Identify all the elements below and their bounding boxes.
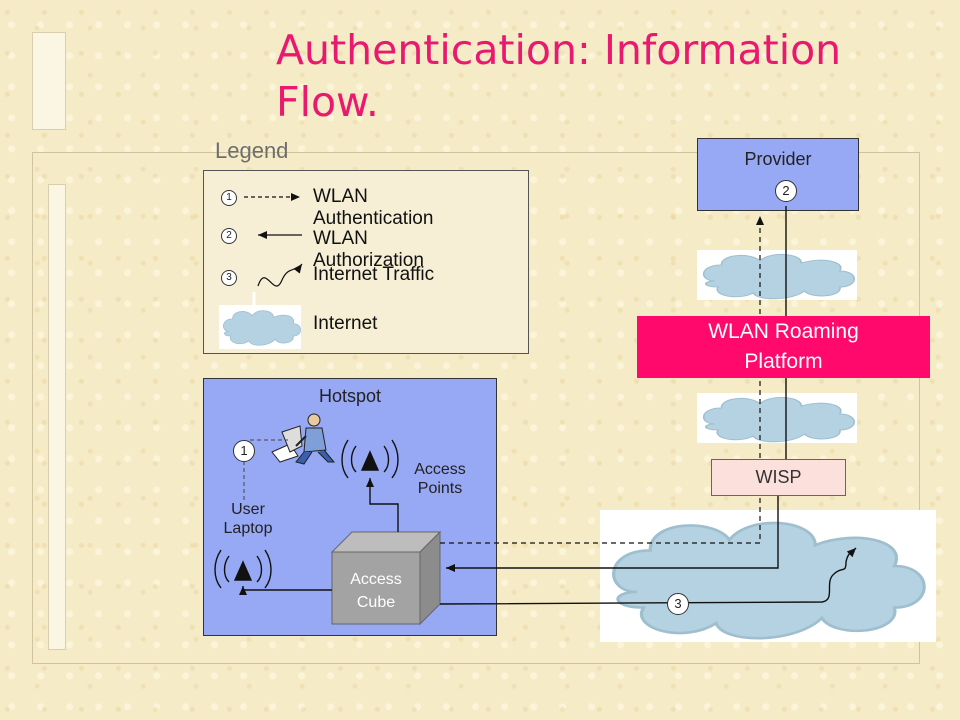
legend-label-traffic: Internet Traffic bbox=[313, 264, 435, 285]
legend-badge-1: 1 bbox=[221, 190, 237, 206]
legend-label-internet: Internet bbox=[313, 313, 378, 334]
hotspot-step-badge: 1 bbox=[233, 440, 255, 462]
user-laptop-icon bbox=[271, 413, 336, 465]
provider-step-badge: 2 bbox=[775, 180, 797, 202]
legend-heading: Legend bbox=[215, 138, 289, 163]
cube-to-ap-arrow bbox=[366, 478, 399, 532]
decorative-bar-top bbox=[32, 32, 66, 130]
access-cube-icon bbox=[330, 530, 442, 626]
frame-top-line bbox=[32, 152, 920, 153]
legend-box bbox=[203, 170, 529, 354]
decorative-bar-side bbox=[48, 184, 66, 650]
slide-title: Authentication: Information Flow. bbox=[276, 26, 842, 126]
wlan-roaming-platform: WLAN Roaming Platform bbox=[637, 316, 930, 378]
access-points-label: Access Points bbox=[414, 461, 466, 497]
access-point-antenna-icon bbox=[341, 439, 399, 479]
wisp-box: WISP bbox=[711, 459, 846, 496]
frame-right-line bbox=[919, 152, 920, 664]
cloud-lower-icon bbox=[702, 396, 856, 443]
legend-label-authorization: WLAN Authorization bbox=[313, 228, 424, 271]
cloud-upper-icon bbox=[702, 253, 856, 300]
user-antenna-icon bbox=[214, 549, 272, 589]
internet-traffic-arrow bbox=[439, 547, 857, 605]
frame-left-line bbox=[32, 152, 33, 664]
internet-cloud-icon bbox=[612, 521, 926, 640]
user-laptop-label: User Laptop bbox=[223, 501, 273, 537]
hotspot-label: Hotspot bbox=[318, 386, 382, 406]
access-cube-label: Access Cube bbox=[350, 571, 402, 611]
legend-badge-2: 2 bbox=[221, 228, 237, 244]
wlan-roaming-platform-label: WLAN Roaming Platform bbox=[708, 320, 859, 373]
legend-cloud-icon bbox=[222, 310, 301, 346]
legend-traffic-arrow bbox=[257, 263, 303, 287]
wisp-label: WISP bbox=[755, 467, 802, 487]
authz-flow-arrow bbox=[446, 206, 787, 568]
legend-label-authentication: WLAN Authentication bbox=[313, 186, 434, 229]
provider-label: Provider bbox=[744, 149, 812, 169]
internet-traffic-badge: 3 bbox=[667, 593, 689, 615]
cube-to-user-arrow bbox=[239, 586, 332, 595]
legend-badge-3: 3 bbox=[221, 270, 237, 286]
auth-flow-arrow bbox=[440, 216, 764, 544]
frame-bottom-line bbox=[32, 663, 920, 664]
